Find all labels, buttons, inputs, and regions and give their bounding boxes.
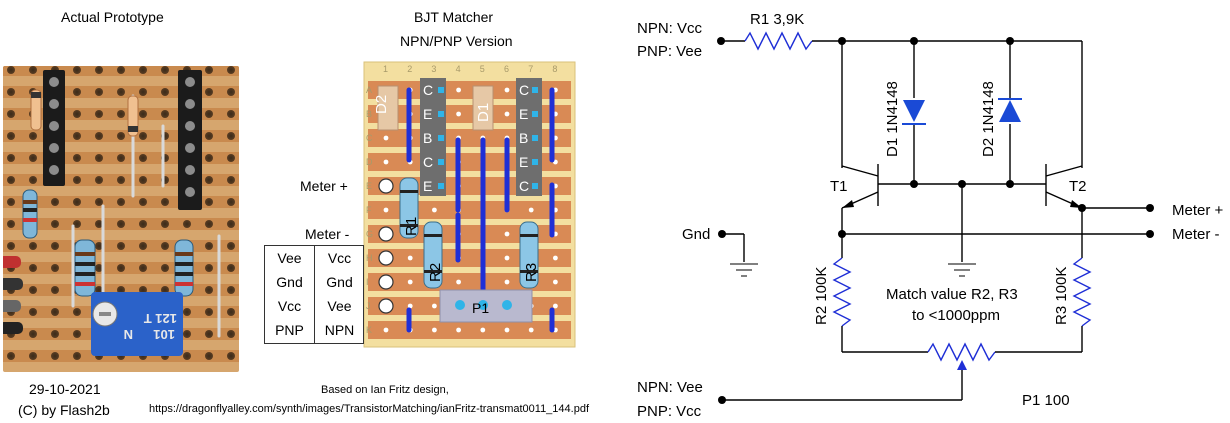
stripboard-col-number: 2	[407, 64, 412, 74]
prototype-photo: 101 121 T N	[3, 66, 239, 372]
socket-right-pin-label: C	[519, 178, 529, 194]
schematic-meter-minus: Meter -	[1172, 226, 1220, 243]
stripboard-resistors	[399, 177, 539, 289]
pin-table-left-cell: Vcc	[277, 298, 302, 314]
stripboard-col-number: 8	[552, 64, 557, 74]
schematic-r3-label: R3 100K	[1053, 267, 1070, 325]
stripboard-r1-label: R1	[403, 217, 420, 236]
stripboard-row-label: I	[366, 277, 369, 287]
schematic-r2-label: R2 100K	[813, 267, 830, 325]
stripboard-d2	[377, 85, 399, 131]
stripboard-col-number: 6	[504, 64, 509, 74]
schematic-gnd-label: Gnd	[682, 226, 710, 243]
stripboard-p1-label: P1	[472, 300, 489, 316]
stripboard-row-label: A	[366, 85, 372, 95]
trimmer-marking-2: 121 T	[144, 311, 177, 326]
trimmer-marking-1: 101	[153, 327, 175, 342]
prototype-photo-drawing: 101 121 T N	[3, 66, 239, 372]
schematic-npn-vcc: NPN: Vcc	[637, 20, 703, 37]
stripboard-title-line1: BJT Matcher	[414, 9, 494, 25]
stripboard-d1	[472, 85, 494, 131]
socket-right-pin-label: B	[519, 130, 528, 146]
schematic-p1-label: P1 100	[1022, 392, 1070, 409]
schematic-npn-vee: NPN: Vee	[637, 379, 703, 396]
schematic-r1-label: R1 3,9K	[750, 11, 804, 28]
stripboard-title-line2: NPN/PNP Version	[400, 33, 513, 49]
stripboard-row-label: J	[366, 301, 371, 311]
prototype-title: Actual Prototype	[61, 9, 164, 25]
prototype-credit: (C) by Flash2b	[18, 402, 110, 418]
pin-table-right-cell: Vee	[327, 298, 352, 314]
stripboard-col-number: 3	[431, 64, 436, 74]
prototype-date: 29-10-2021	[29, 381, 101, 397]
pin-table-right-cell: Vcc	[327, 250, 352, 266]
pin-table-left-cell: Vee	[277, 250, 302, 266]
stripboard-row-label: E	[366, 181, 372, 191]
schematic-d2-label: D2 1N4148	[980, 81, 997, 157]
pin-table-left-cell: Gnd	[276, 274, 303, 290]
socket-left-pin-label: C	[423, 154, 433, 170]
stripboard-d2-label: D2	[373, 95, 390, 114]
credits-line1: Based on Ian Fritz design,	[321, 384, 449, 396]
trimmer-marking-3: N	[124, 327, 133, 342]
stripboard-col-number: 1	[383, 64, 388, 74]
stripboard-row-label: K	[366, 325, 372, 335]
schematic-note-line2: to <1000ppm	[912, 307, 1000, 324]
pin-table-left-cell: PNP	[275, 322, 304, 338]
stripboard-r2-label: R2	[427, 263, 444, 282]
schematic-t2-label: T2	[1069, 178, 1087, 195]
schematic-note-line1: Match value R2, R3	[886, 286, 1018, 303]
stripboard-col-number: 5	[480, 64, 485, 74]
socket-left-pin-label: E	[423, 106, 432, 122]
stripboard-row-label: B	[366, 109, 372, 119]
stripboard-row-label: H	[366, 253, 373, 263]
stripboard-row-label: C	[366, 133, 373, 143]
pin-table-right-cell: Gnd	[326, 274, 353, 290]
schematic-pnp-vee: PNP: Vee	[637, 43, 702, 60]
socket-right-pin-label: E	[519, 154, 528, 170]
socket-left-pin-label: E	[423, 178, 432, 194]
stripboard-row-label: F	[366, 205, 372, 215]
socket-right-pin-label: C	[519, 82, 529, 98]
schematic: NPN: Vcc PNP: Vee R1 3,9K D1 1N4148 D2 1…	[637, 11, 1224, 420]
schematic-meter-plus: Meter +	[1172, 202, 1224, 219]
socket-left-pin-label: C	[423, 82, 433, 98]
socket-left-pin-label: B	[423, 130, 432, 146]
credits-line2: https://dragonflyalley.com/synth/images/…	[149, 403, 589, 415]
stripboard-meter-minus: Meter -	[305, 226, 350, 242]
stripboard-d1-label: D1	[475, 103, 492, 122]
schematic-d1-label: D1 1N4148	[884, 81, 901, 157]
schematic-t1-label: T1	[830, 178, 848, 195]
stripboard-col-number: 7	[528, 64, 533, 74]
stripboard-col-number: 4	[456, 64, 461, 74]
stripboard-row-label: D	[366, 157, 373, 167]
stripboard-row-label: G	[366, 229, 373, 239]
socket-right-pin-label: E	[519, 106, 528, 122]
stripboard-r3-label: R3	[523, 263, 540, 282]
pin-table-right-cell: NPN	[324, 322, 355, 338]
schematic-pnp-vcc: PNP: Vcc	[637, 403, 702, 420]
stripboard-meter-plus: Meter +	[300, 178, 348, 194]
